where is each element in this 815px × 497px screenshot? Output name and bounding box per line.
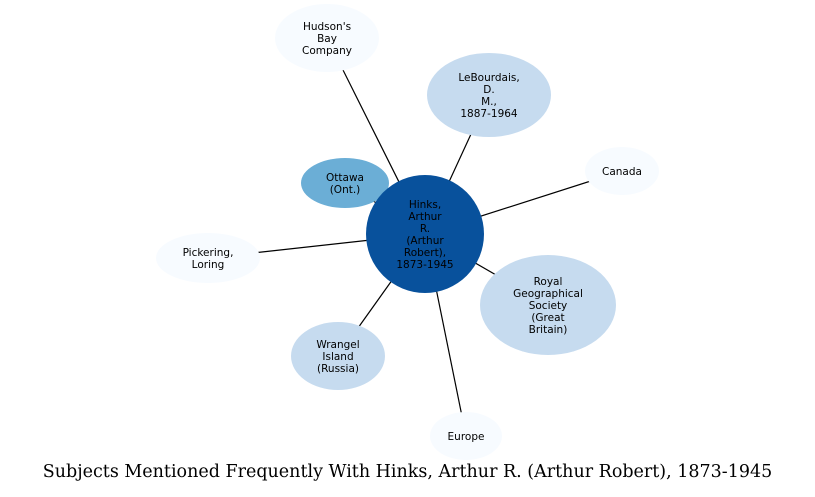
node-wrangel-island-label-line: (Russia)	[317, 363, 359, 375]
node-wrangel-island-label-line: Wrangel	[316, 339, 359, 351]
node-ottawa[interactable]: Ottawa(Ont.)	[301, 158, 389, 208]
node-center-label-line: Robert),	[404, 247, 446, 259]
node-ottawa-label-line: (Ont.)	[330, 184, 361, 196]
node-lebourdais-label-line: D.	[483, 84, 494, 96]
node-royal-geographical-society-label-line: Britain)	[529, 324, 568, 336]
node-hudsons-bay-company-label-line: Hudson's	[303, 21, 351, 33]
node-europe-shape	[430, 412, 502, 460]
node-lebourdais-label-line: LeBourdais,	[458, 72, 519, 84]
node-hudsons-bay-company-shape	[275, 4, 379, 72]
node-hudsons-bay-company-label-line: Bay	[317, 33, 337, 45]
node-pickering-loring[interactable]: Pickering,Loring	[156, 233, 260, 283]
node-canada-label-line: Canada	[602, 166, 642, 178]
node-ottawa-shape	[301, 158, 389, 208]
node-royal-geographical-society-label-line: (Great	[531, 312, 564, 324]
node-lebourdais[interactable]: LeBourdais,D.M.,1887-1964	[427, 53, 551, 137]
node-europe[interactable]: Europe	[430, 412, 502, 460]
node-pickering-loring-label-line: Pickering,	[183, 247, 234, 259]
node-royal-geographical-society-label-line: Society	[529, 300, 568, 312]
node-pickering-loring-label: Pickering,Loring	[183, 247, 234, 271]
node-royal-geographical-society-label-line: Royal	[534, 276, 563, 288]
node-center-label-line: 1873-1945	[396, 259, 453, 271]
node-ottawa-label: Ottawa(Ont.)	[326, 172, 364, 196]
node-lebourdais-label-line: 1887-1964	[460, 108, 518, 120]
node-canada-shape	[585, 147, 659, 195]
node-lebourdais-label-line: M.,	[481, 96, 497, 108]
node-pickering-loring-label-line: Loring	[192, 259, 225, 271]
node-center-label-line: (Arthur	[406, 235, 444, 247]
node-center-shape	[366, 175, 484, 293]
node-wrangel-island-shape	[291, 322, 385, 390]
node-lebourdais-label: LeBourdais,D.M.,1887-1964	[458, 72, 519, 120]
node-center-label-line: R.	[420, 223, 430, 235]
node-canada-label: Canada	[602, 166, 642, 178]
node-ottawa-label-line: Ottawa	[326, 172, 364, 184]
node-royal-geographical-society-shape	[480, 255, 616, 355]
node-lebourdais-shape	[427, 53, 551, 137]
diagram-caption: Subjects Mentioned Frequently With Hinks…	[42, 462, 773, 482]
node-canada[interactable]: Canada	[585, 147, 659, 195]
node-royal-geographical-society-label-line: Geographical	[513, 288, 583, 300]
node-wrangel-island-label-line: Island	[322, 351, 353, 363]
node-europe-label-line: Europe	[448, 431, 485, 443]
node-hudsons-bay-company-label-line: Company	[302, 45, 352, 57]
node-center-label-line: Hinks,	[409, 199, 441, 211]
node-center-label-line: Arthur	[408, 211, 442, 223]
node-europe-label: Europe	[448, 431, 485, 443]
node-pickering-loring-shape	[156, 233, 260, 283]
